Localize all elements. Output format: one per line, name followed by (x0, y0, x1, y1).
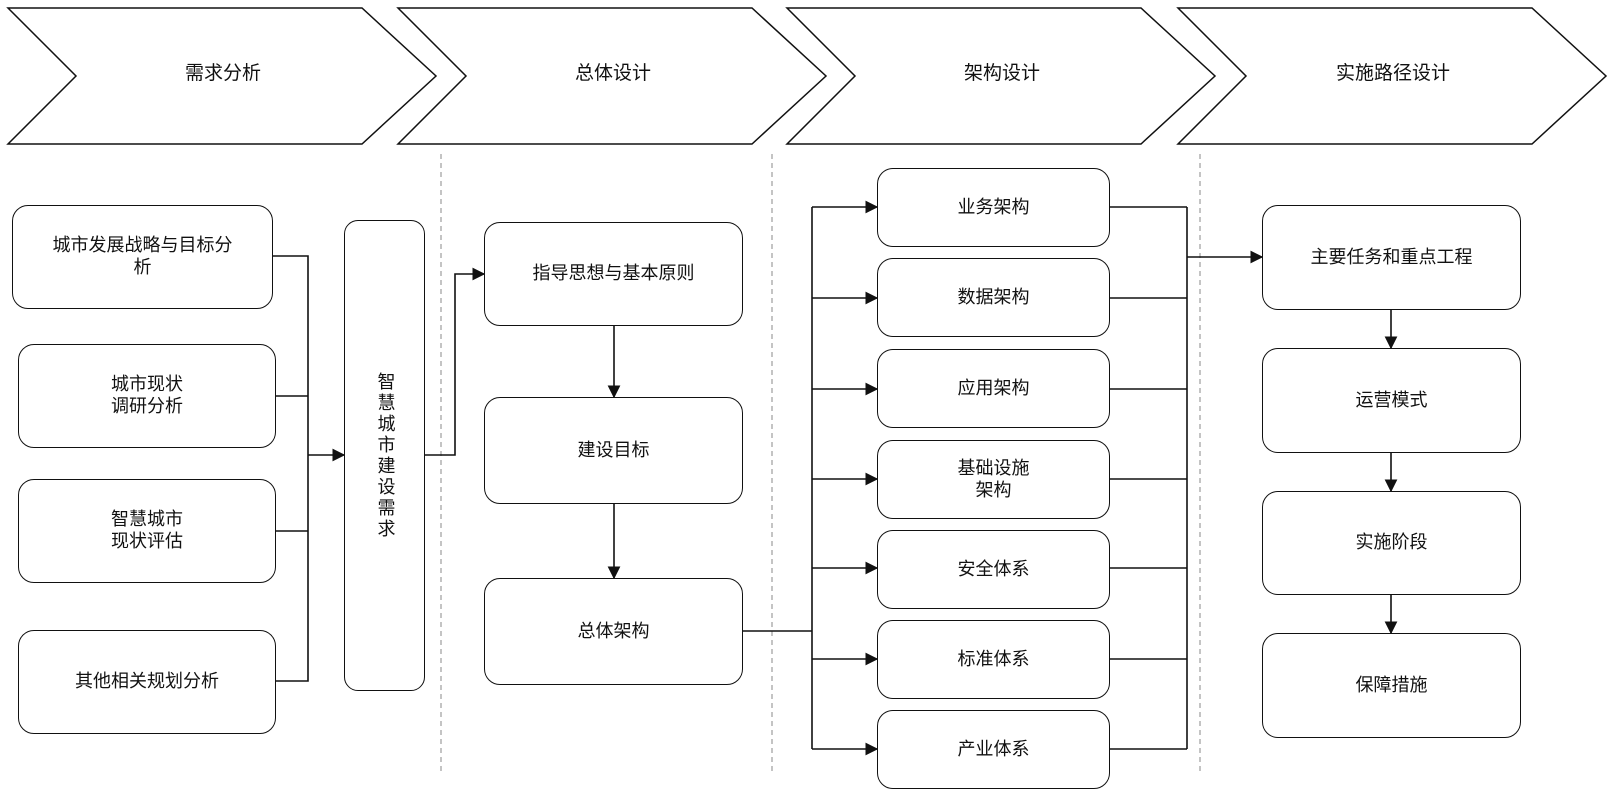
impl-safeguards: 保障措施 (1262, 633, 1521, 738)
analysis-input-label: 城市发展战略与目标分 析 (52, 235, 233, 278)
analysis-input-assessment: 智慧城市 现状评估 (18, 479, 276, 583)
impl-label: 保障措施 (1355, 674, 1428, 696)
phase-chevron-4 (1176, 7, 1608, 145)
arch-label: 安全体系 (957, 558, 1030, 580)
phase-label-architecture-design: 架构设计 (963, 62, 1040, 84)
design-overall-architecture: 总体架构 (484, 578, 743, 685)
arch-label: 标准体系 (957, 648, 1030, 670)
impl-label: 实施阶段 (1355, 532, 1428, 553)
design-step-label: 建设目标 (577, 439, 650, 461)
design-step-label: 指导思想与基本原则 (532, 263, 695, 284)
analysis-input-strategy: 城市发展战略与目标分 析 (12, 205, 273, 309)
arch-label: 数据架构 (957, 286, 1030, 308)
analysis-input-label: 智慧城市 现状评估 (111, 509, 183, 552)
arrow-to-guiding-principles (425, 267, 486, 456)
connector-input-4 (276, 455, 309, 682)
analysis-input-status-survey: 城市现状 调研分析 (18, 344, 276, 448)
impl-operation-mode: 运营模式 (1262, 348, 1521, 453)
phase-chevron-3 (785, 7, 1217, 145)
arch-label: 业务架构 (957, 196, 1030, 218)
impl-main-tasks: 主要任务和重点工程 (1262, 205, 1521, 310)
arch-business: 业务架构 (877, 168, 1110, 247)
analysis-input-other-plans: 其他相关规划分析 (18, 630, 276, 734)
phase-label-implementation-path: 实施路径设计 (1335, 62, 1450, 84)
phase-chevrons (6, 7, 1608, 145)
design-guiding-principles: 指导思想与基本原则 (484, 222, 743, 326)
requirement-label: 智慧城市建设需求 (374, 371, 396, 540)
phase-chevron-2 (396, 7, 828, 145)
impl-label: 运营模式 (1355, 389, 1428, 411)
phase-label-requirement-analysis: 需求分析 (184, 62, 261, 84)
design-step-label: 总体架构 (577, 620, 650, 642)
arch-infrastructure: 基础设施 架构 (877, 440, 1110, 519)
arch-data: 数据架构 (877, 258, 1110, 337)
impl-stages: 实施阶段 (1262, 491, 1521, 595)
analysis-input-label: 城市现状 调研分析 (111, 374, 183, 417)
arch-standards: 标准体系 (877, 620, 1110, 699)
arch-label: 应用架构 (957, 377, 1030, 399)
design-goals: 建设目标 (484, 397, 743, 504)
arch-label: 基础设施 架构 (957, 457, 1030, 501)
impl-label: 主要任务和重点工程 (1310, 246, 1473, 268)
phase-label-overall-design: 总体设计 (574, 62, 651, 84)
phase-chevron-1 (6, 7, 438, 145)
arch-application: 应用架构 (877, 349, 1110, 428)
analysis-input-label: 其他相关规划分析 (75, 671, 219, 692)
connector-input-1 (273, 255, 309, 455)
arch-security: 安全体系 (877, 530, 1110, 609)
arch-industry: 产业体系 (877, 710, 1110, 789)
arch-label: 产业体系 (957, 738, 1030, 760)
requirement-box: 智慧城市建设需求 (344, 220, 425, 691)
